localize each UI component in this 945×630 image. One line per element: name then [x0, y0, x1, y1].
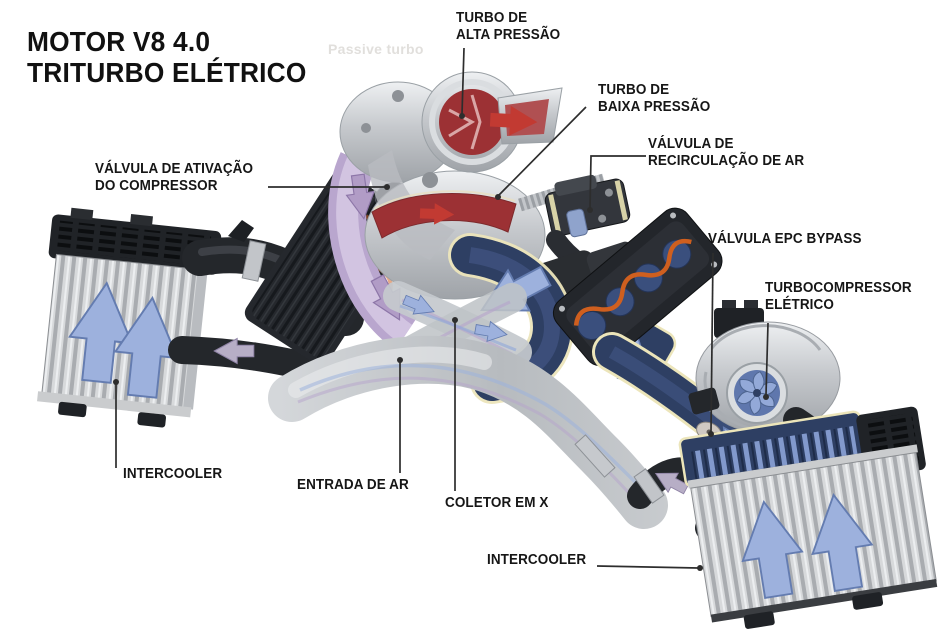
label-turbo-baixa-pressao: TURBO DE BAIXA PRESSÃO — [598, 82, 711, 115]
leader-valvula-epc — [708, 252, 714, 437]
leader-valvula-recirculacao — [587, 155, 646, 213]
label-valvula-ativacao: VÁLVULA DE ATIVAÇÃO DO COMPRESSOR — [95, 161, 254, 194]
label-coletor-em-x: COLETOR EM X — [445, 495, 549, 511]
intercooler-left-graphic — [37, 207, 222, 428]
leader-turbo-baixa — [495, 106, 587, 200]
leader-intercooler-left — [113, 379, 119, 468]
leader-entrada-ar — [397, 357, 403, 473]
label-entrada-de-ar: ENTRADA DE AR — [297, 477, 409, 493]
label-valvula-epc-bypass: VÁLVULA EPC BYPASS — [708, 231, 862, 247]
leader-coletor-x — [452, 317, 458, 491]
leader-lines — [113, 47, 769, 571]
leader-turbocompressor — [763, 322, 769, 400]
intercooler-right-graphic — [678, 406, 938, 629]
label-valvula-recirculacao: VÁLVULA DE RECIRCULAÇÃO DE AR — [648, 136, 805, 169]
air-recirculation-valve-graphic — [544, 174, 631, 238]
label-intercooler-left: INTERCOOLER — [123, 466, 223, 482]
electric-compressor-graphic — [688, 300, 863, 477]
label-turbocompressor-eletrico: TURBOCOMPRESSOR ELÉTRICO — [765, 280, 912, 313]
leader-valvula-ativacao — [268, 184, 390, 190]
air-intake-duct-graphic — [268, 335, 668, 529]
label-turbo-alta-pressao: TURBO DE ALTA PRESSÃO — [456, 10, 561, 43]
leader-intercooler-right — [596, 565, 703, 571]
high-pressure-turbo-graphic — [421, 71, 563, 173]
watermark-text: Passive turbo — [328, 41, 424, 57]
leader-turbo-alta — [459, 47, 465, 119]
label-intercooler-right: INTERCOOLER — [487, 552, 587, 568]
diagram-title: MOTOR V8 4.0 TRITURBO ELÉTRICO — [27, 26, 307, 88]
right-bank-cam-cover — [552, 207, 723, 367]
